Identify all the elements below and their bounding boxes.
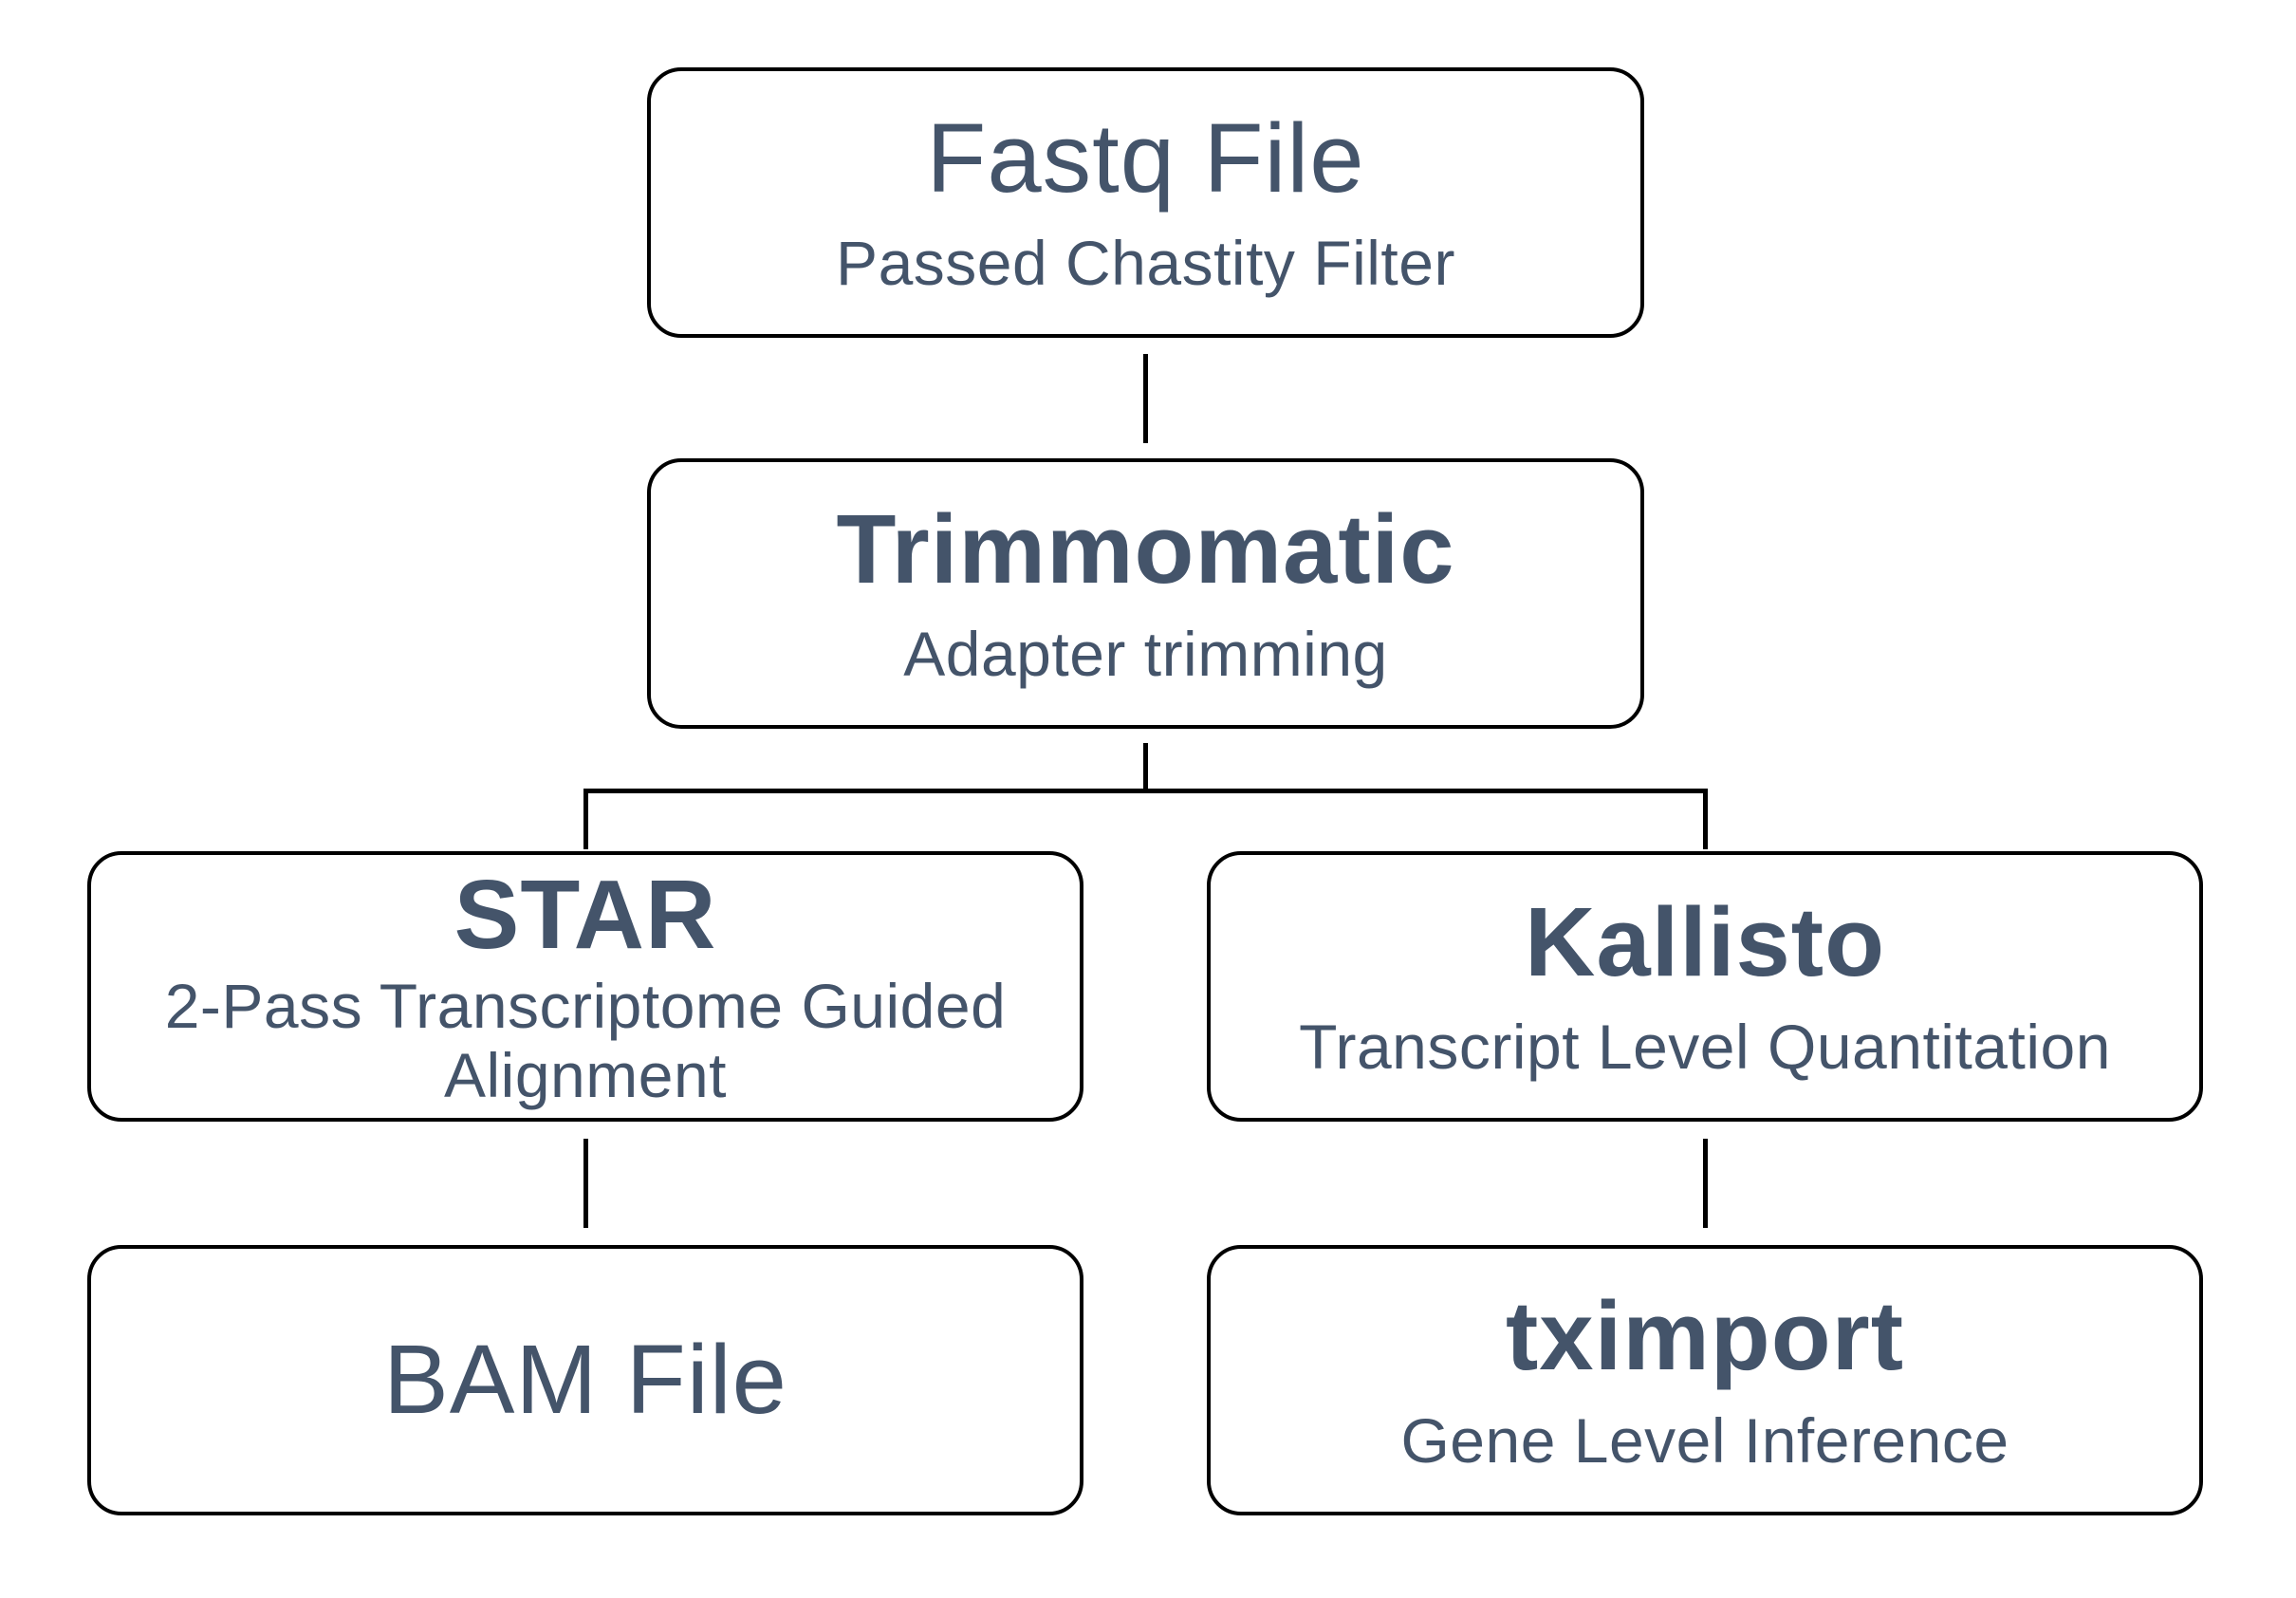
tximport-subtitle: Gene Level Inference	[1400, 1405, 2009, 1477]
connector-branch-to-star	[583, 789, 588, 849]
node-bam-file: BAM File	[87, 1245, 1083, 1515]
node-trimmomatic: Trimmomatic Adapter trimming	[647, 458, 1644, 729]
bam-file-title: BAM File	[383, 1325, 787, 1435]
fastq-file-title: Fastq File	[926, 103, 1365, 214]
connector-kallisto-to-tximport	[1703, 1139, 1708, 1228]
node-star: STAR 2-Pass Transcriptome Guided Alignme…	[87, 851, 1083, 1122]
trimmomatic-title: Trimmomatic	[836, 494, 1455, 604]
connector-fastq-to-trimmomatic	[1143, 354, 1148, 443]
connector-trimmomatic-stub	[1143, 743, 1148, 793]
connector-branch-horizontal	[583, 789, 1708, 793]
connector-branch-to-kallisto	[1703, 789, 1708, 849]
trimmomatic-subtitle: Adapter trimming	[903, 619, 1388, 690]
node-fastq-file: Fastq File Passed Chastity Filter	[647, 67, 1644, 338]
star-subtitle: 2-Pass Transcriptome Guided Alignment	[164, 970, 1007, 1110]
kallisto-title: Kallisto	[1524, 887, 1886, 997]
node-kallisto: Kallisto Transcript Level Quantitation	[1207, 851, 2203, 1122]
star-title: STAR	[454, 859, 717, 969]
node-tximport: tximport Gene Level Inference	[1207, 1245, 2203, 1515]
fastq-file-subtitle: Passed Chastity Filter	[836, 228, 1455, 299]
connector-star-to-bam	[583, 1139, 588, 1228]
kallisto-subtitle: Transcript Level Quantitation	[1299, 1012, 2111, 1083]
tximport-title: tximport	[1506, 1281, 1904, 1391]
